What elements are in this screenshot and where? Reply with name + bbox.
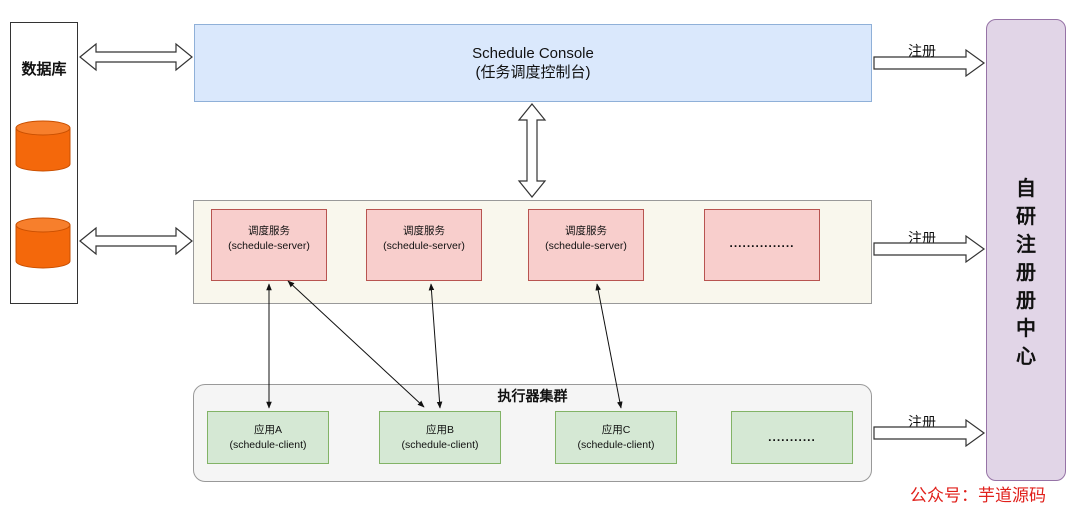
client-name: 应用C [601, 424, 631, 436]
schedule-console-box [194, 24, 872, 102]
client-name: 应用A [253, 424, 282, 436]
client-box-more: ........... [731, 411, 853, 464]
server-ellipsis: ............... [729, 236, 795, 250]
link-server1-clientB [287, 280, 425, 408]
server-id: (schedule-server) [228, 240, 310, 252]
database-cylinder-1 [15, 120, 71, 172]
register-arrow-cluster [873, 418, 986, 448]
register-arrow-server [873, 234, 986, 264]
schedule-server-box-2: 调度服务 (schedule-server) [366, 209, 482, 281]
schedule-server-box-1: 调度服务 (schedule-server) [211, 209, 327, 281]
client-id: (schedule-client) [401, 439, 479, 451]
register-label-console: 注册 [908, 43, 936, 59]
schedule-server-box-3: 调度服务 (schedule-server) [528, 209, 644, 281]
client-name: 应用B [425, 424, 454, 436]
register-arrow-console [873, 48, 986, 78]
client-box-b: 应用B (schedule-client) [379, 411, 501, 464]
register-label-server: 注册 [908, 230, 936, 246]
server-name: 调度服务 [248, 225, 290, 237]
watermark-text: 公众号：芋道源码 [910, 486, 1046, 505]
registry-title-text: 自研注册册中心 [1016, 178, 1036, 368]
link-server2-clientB [428, 283, 443, 409]
registry-center-box [986, 19, 1066, 481]
server-id: (schedule-server) [545, 240, 627, 252]
client-id: (schedule-client) [577, 439, 655, 451]
registry-center-title: 自研注册册中心 [986, 175, 1066, 371]
server-id: (schedule-server) [383, 240, 465, 252]
executor-cluster-title: 执行器集群 [497, 388, 568, 404]
db-server-double-arrow [79, 226, 193, 256]
database-title: 数据库 [21, 61, 67, 78]
client-box-c: 应用C (schedule-client) [555, 411, 677, 464]
database-cylinder-2 [15, 217, 71, 269]
register-label-cluster: 注册 [908, 414, 936, 430]
client-box-a: 应用A (schedule-client) [207, 411, 329, 464]
console-server-double-arrow [517, 103, 547, 198]
console-subtitle: (任务调度控制台) [475, 64, 591, 81]
client-id: (schedule-client) [229, 439, 307, 451]
db-console-double-arrow [79, 42, 193, 72]
console-title: Schedule Console [472, 45, 594, 62]
client-ellipsis: ........... [768, 430, 816, 444]
schedule-server-box-more: ............... [704, 209, 820, 281]
schedule-console-label: Schedule Console (任务调度控制台) [194, 44, 872, 82]
server-name: 调度服务 [565, 225, 607, 237]
server-name: 调度服务 [403, 225, 445, 237]
link-server3-clientC [595, 283, 623, 409]
